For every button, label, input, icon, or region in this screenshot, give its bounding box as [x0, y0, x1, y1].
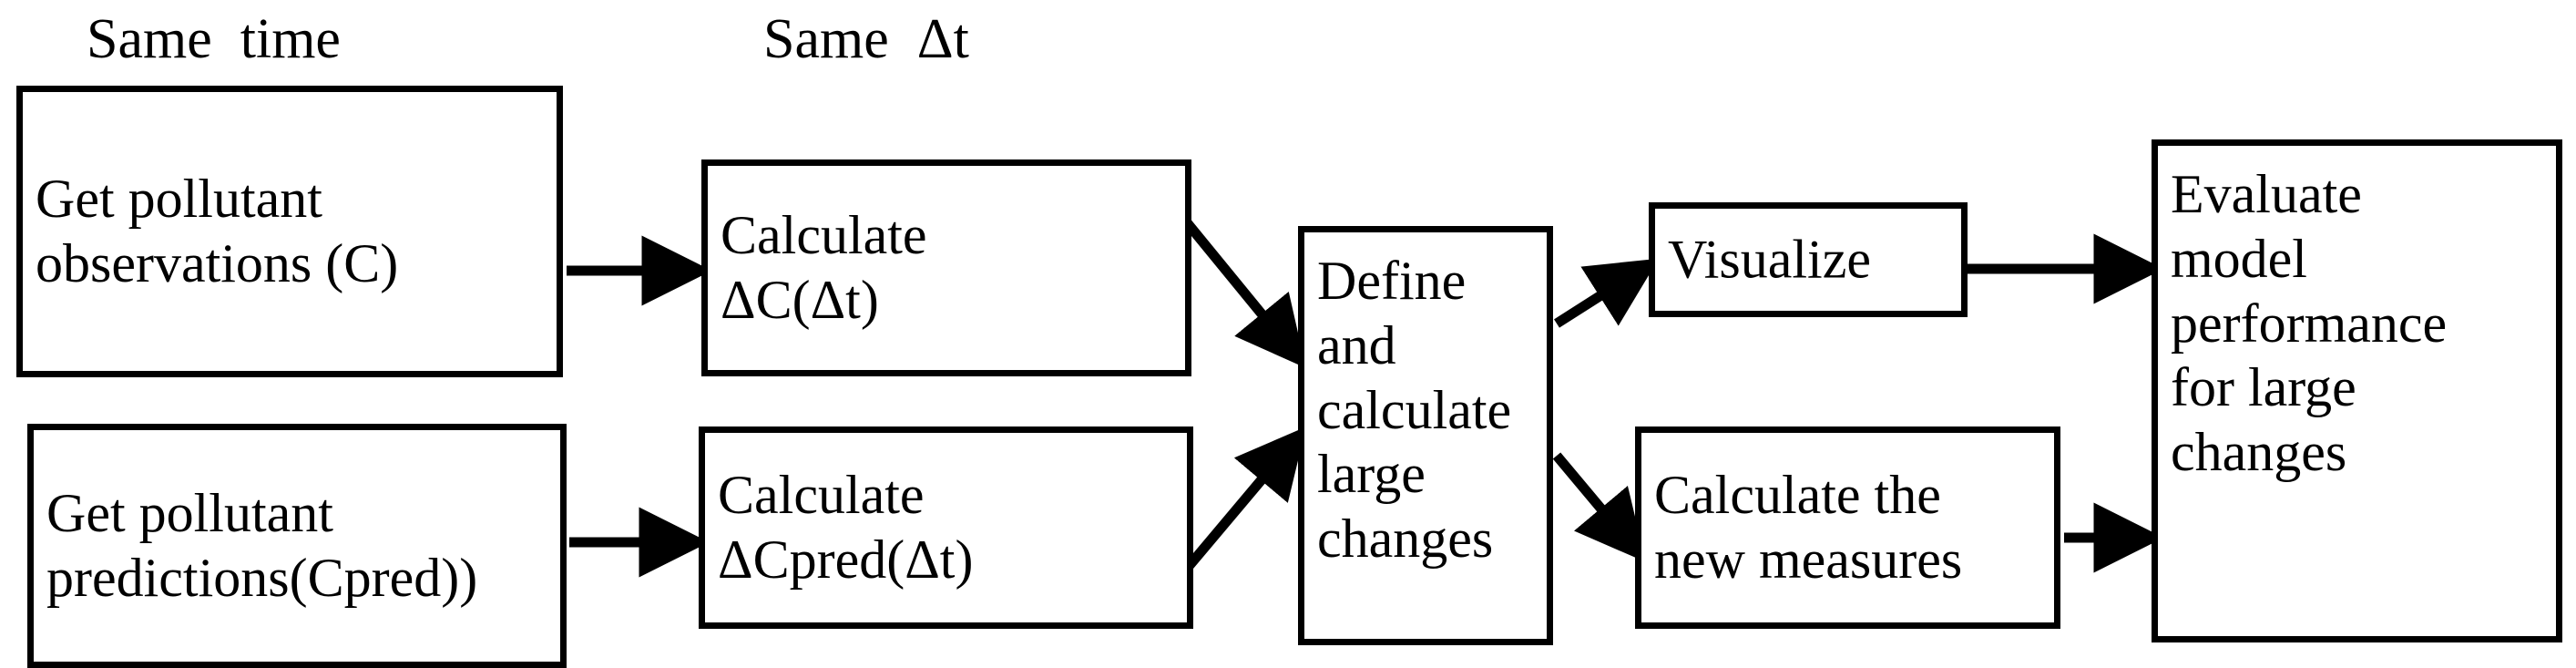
annotation-same-delta-t: Same Δt	[763, 8, 969, 70]
annotation-same-time-resolution-line1: Same time	[87, 8, 341, 70]
node-label-line: Calculate	[718, 465, 925, 526]
node-label-line: observations (C)	[36, 233, 399, 293]
node-label-line: Visualize	[1668, 229, 1871, 290]
node-label-line: and	[1317, 314, 1396, 375]
edge-dc-to-define	[1181, 218, 1306, 368]
node-label-line: predictions(Cpred))	[46, 548, 478, 608]
node-label-line: new measures	[1654, 529, 1963, 590]
node-label-line: model	[2171, 228, 2307, 289]
node-label-line: calculate	[1317, 379, 1512, 440]
edge-define-to-meas	[1552, 452, 1646, 562]
node-label-line: ΔCpred(Δt)	[718, 529, 974, 590]
edge-dcpred-to-define	[1181, 426, 1306, 573]
node-visualize[interactable]: Visualize	[1649, 202, 1968, 317]
node-label-line: large	[1317, 444, 1426, 505]
node-label-line: for large	[2171, 357, 2356, 418]
node-label-line: ΔC(Δt)	[721, 270, 879, 330]
node-label-line: Calculate the	[1654, 465, 1941, 526]
node-label-line: Get pollutant	[36, 169, 322, 230]
node-label-line: Get pollutant	[46, 483, 333, 544]
node-label-line: Calculate	[721, 205, 927, 266]
node-label-line: Define	[1317, 251, 1467, 311]
node-label-line: changes	[2171, 422, 2347, 483]
node-label-line: Evaluate	[2171, 164, 2362, 224]
node-label-visualize: Visualize	[1668, 228, 1956, 293]
edge-define-to-viz	[1554, 258, 1659, 328]
node-label-line: changes	[1317, 509, 1494, 570]
node-label-line: performance	[2171, 293, 2448, 354]
